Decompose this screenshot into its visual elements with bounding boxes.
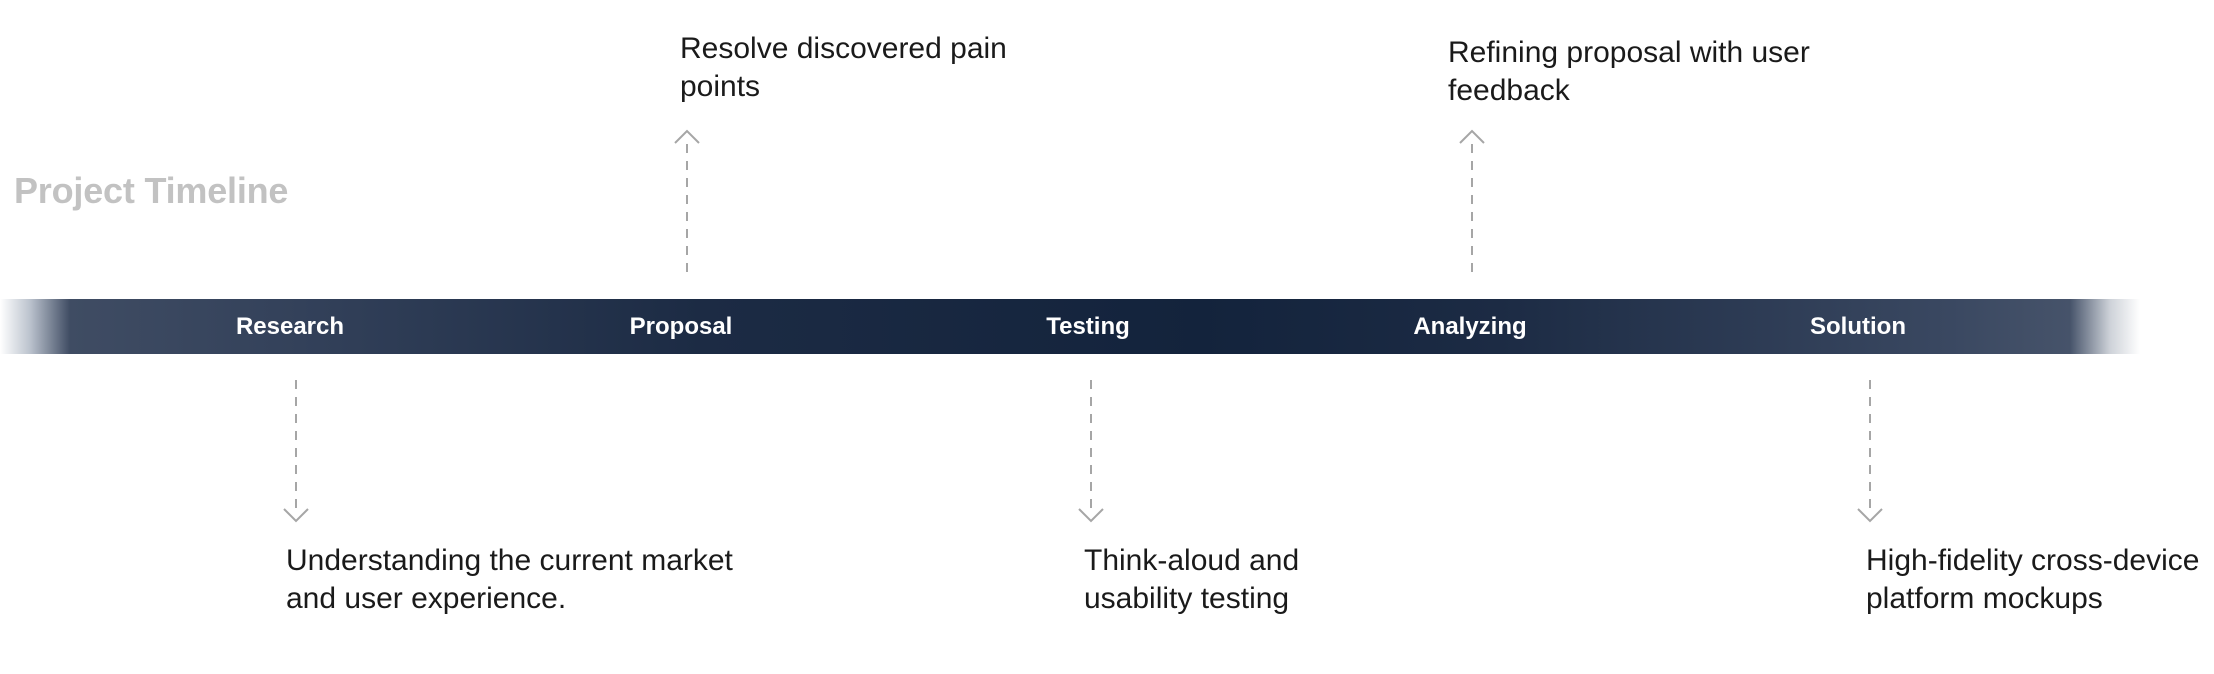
note-analyzing-line-1: Refining proposal with user [1448,36,1810,69]
stage-solution-label: Solution [1810,313,1906,340]
stage-proposal-label: Proposal [629,313,733,340]
note-analyzing: Refining proposal with user feedback [1448,34,1810,110]
note-proposal-line-2: points [680,70,761,103]
note-analyzing-line-2: feedback [1448,74,1570,107]
note-research-line-1: Understanding the current market [286,544,733,577]
note-proposal: Resolve discovered pain points [680,30,1007,106]
note-testing-line-2: usability testing [1084,582,1290,615]
research-arrow-down-icon [283,380,309,523]
note-proposal-line-1: Resolve discovered pain [680,32,1007,65]
note-solution-line-1: High-fidelity cross-device [1866,544,2200,577]
note-solution-line-2: platform mockups [1866,582,2103,615]
stage-analyzing-label: Analyzing [1413,313,1527,340]
page-title: Project Timeline [14,170,289,211]
note-research: Understanding the current market and use… [286,542,733,618]
stage-testing-label: Testing [1046,313,1130,340]
note-research-line-2: and user experience. [286,582,567,615]
stage-research-label: Research [235,313,345,340]
solution-arrow-down-icon [1857,380,1883,523]
note-testing-line-1: Think-aloud and [1084,544,1300,577]
testing-arrow-down-icon [1078,380,1104,523]
proposal-arrow-up-icon [674,129,700,272]
note-testing: Think-aloud and usability testing [1084,542,1299,618]
timeline-bar [0,299,2140,354]
note-solution: High-fidelity cross-device platform mock… [1866,542,2199,618]
analyzing-arrow-up-icon [1459,129,1485,272]
